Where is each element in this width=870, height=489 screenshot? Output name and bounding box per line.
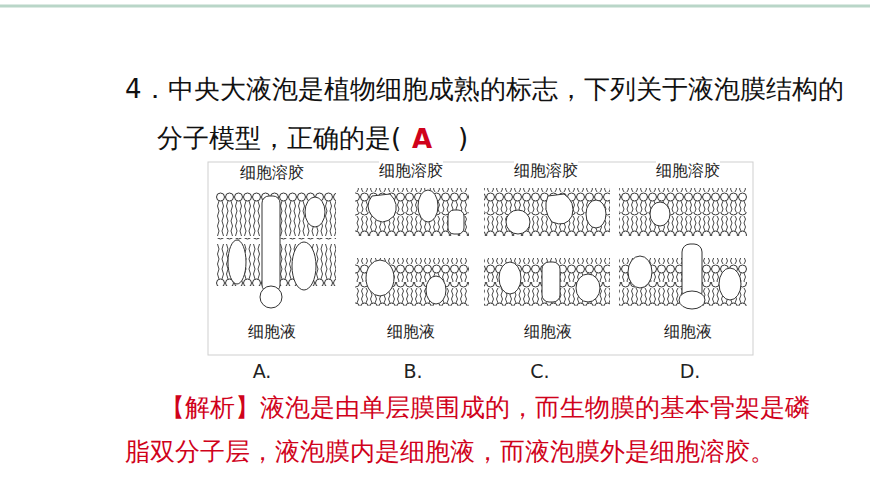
option-letter: B. [403,360,422,383]
analysis-text: 【解析】液泡是由单层膜围成的，而生物膜的基本骨架是磷 [160,393,810,423]
option-letter: A. [253,360,272,383]
region-label: 细胞液 [387,322,435,341]
region-label: 细胞溶胶 [240,163,304,182]
analysis-text: 脂双分子层，液泡膜内是细胞液，而液泡膜外是细胞溶胶。 [125,437,775,467]
region-label: 细胞液 [248,322,296,341]
region-label: 细胞溶胶 [379,161,443,180]
region-label: 细胞溶胶 [656,161,720,180]
option-letter: D. [680,360,701,383]
region-label: 细胞液 [664,322,712,341]
question-text: ) [458,123,468,154]
region-label: 细胞溶胶 [514,161,578,180]
option-letter: C. [530,360,549,383]
region-label: 细胞液 [524,322,572,341]
question-text: 4．中央大液泡是植物细胞成熟的标志，下列关于液泡膜结构的 [125,74,844,105]
answer-letter: A [412,124,432,155]
question-text: 分子模型，正确的是( [157,123,401,154]
